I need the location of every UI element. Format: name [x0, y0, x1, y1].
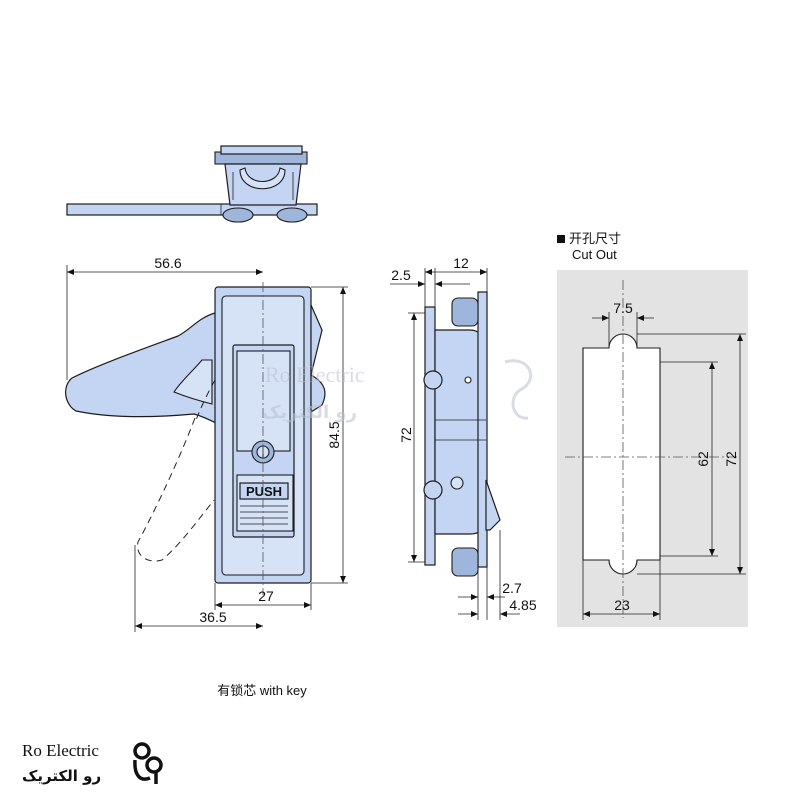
- side-dimensions: 2.5 12 72 2.7 4.85: [390, 255, 537, 620]
- dim-27: 27: [258, 588, 274, 604]
- cutout-title-cn: 开孔尺寸: [569, 231, 621, 246]
- watermark-logo: Ro Electric رو الکتریک: [262, 359, 533, 423]
- dim-56-6: 56.6: [154, 255, 181, 271]
- caption: 有锁芯 with key: [217, 683, 307, 698]
- top-view: [66, 145, 318, 223]
- dim-72-side: 72: [398, 427, 414, 443]
- cutout-title-bullet: [557, 235, 565, 243]
- brand-name-en: Ro Electric: [22, 741, 99, 760]
- cutout-dim-23: 23: [614, 597, 630, 613]
- dim-84-5: 84.5: [326, 421, 342, 448]
- side-view: [423, 291, 501, 577]
- dim-36-5: 36.5: [199, 609, 226, 625]
- dim-4-85: 4.85: [509, 597, 536, 613]
- cutout-section: 开孔尺寸 Cut Out 7.5 62 72 23: [557, 231, 748, 627]
- dim-2-7: 2.7: [502, 580, 522, 596]
- cutout-shape: [582, 333, 661, 575]
- front-dimensions: 56.6 84.5 27 36.5: [66, 255, 348, 632]
- cutout-dim-62: 62: [695, 451, 711, 467]
- front-view: PUSH: [65, 282, 326, 595]
- cutout-title-en: Cut Out: [572, 247, 617, 262]
- dim-2-5: 2.5: [391, 267, 411, 283]
- brand-mark-icon: [128, 740, 163, 784]
- brand-name-fa: رو الکتریک: [22, 767, 101, 785]
- svg-text:رو الکتریک: رو الکتریک: [262, 402, 357, 423]
- cutout-dim-7-5: 7.5: [613, 300, 633, 316]
- push-label: PUSH: [246, 484, 282, 499]
- svg-text:Ro Electric: Ro Electric: [265, 362, 365, 387]
- dim-12: 12: [453, 255, 469, 271]
- brand-logo: Ro Electric رو الکتریک: [22, 740, 163, 785]
- cutout-dim-72: 72: [723, 451, 739, 467]
